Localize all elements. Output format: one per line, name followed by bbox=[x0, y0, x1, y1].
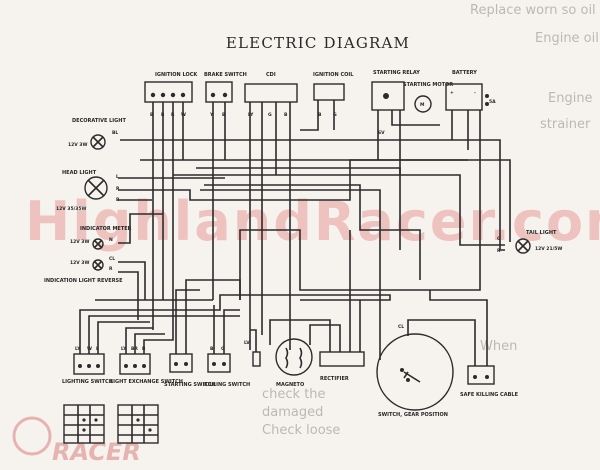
lv-resistor: LV bbox=[244, 340, 261, 367]
tail-light-label: TAIL LIGHT bbox=[526, 230, 557, 236]
svg-text:B: B bbox=[318, 112, 322, 118]
svg-text:G: G bbox=[221, 346, 225, 352]
svg-text:12V 3W: 12V 3W bbox=[70, 239, 89, 245]
svg-text:R: R bbox=[109, 266, 113, 272]
svg-text:L: L bbox=[116, 174, 119, 180]
svg-text:LY: LY bbox=[75, 346, 81, 352]
svg-text:6V: 6V bbox=[378, 130, 385, 136]
starting-relay: STARTING RELAY 6V bbox=[371, 70, 420, 136]
svg-text:LV: LV bbox=[244, 340, 250, 346]
diagram-title: ELECTRIC DIAGRAM bbox=[226, 34, 410, 52]
cdi-unit: CDI LY G B bbox=[244, 72, 298, 118]
lighting-switch: LY W L LIGHTING SWITCH bbox=[62, 346, 113, 385]
gear-position-switch: CL SWITCH, GEAR POSITION bbox=[376, 324, 454, 418]
bg-text-1: Replace worn so oil seal bbox=[470, 3, 600, 18]
head-light-label: HEAD LIGHT bbox=[62, 170, 97, 176]
wiring-harness bbox=[79, 100, 511, 366]
brake-switch-label: BRAKE SWITCH bbox=[204, 72, 247, 78]
ignition-lock-label: IGNITION LOCK bbox=[155, 72, 198, 78]
svg-text:N: N bbox=[109, 237, 113, 243]
indicator-meter-label: INDICATOR METER bbox=[80, 226, 132, 232]
cdi-label: CDI bbox=[266, 72, 276, 78]
decorative-light: DECORATIVE LIGHT 12V 3W BL bbox=[68, 118, 126, 150]
svg-text:-: - bbox=[474, 91, 476, 96]
battery: BATTERY + - 5A bbox=[445, 70, 496, 111]
svg-text:R: R bbox=[497, 248, 501, 254]
starting-motor: STARTING MOTOR M bbox=[403, 82, 453, 113]
decorative-light-label: DECORATIVE LIGHT bbox=[72, 118, 126, 124]
bg-text-8: Check loose bbox=[262, 423, 340, 438]
svg-text:LY: LY bbox=[121, 346, 127, 352]
switch-legend-tables bbox=[63, 404, 159, 444]
svg-text:12V 35/35W: 12V 35/35W bbox=[56, 206, 86, 212]
gear-position-switch-label: SWITCH, GEAR POSITION bbox=[378, 412, 448, 418]
rectifier: RECTIFIER bbox=[319, 351, 365, 382]
svg-text:CL: CL bbox=[398, 324, 404, 330]
racer-logo-text: RACER bbox=[52, 438, 141, 466]
light-exchange-switch-label: LIGHT EXCHANGE SWITCH bbox=[110, 379, 183, 385]
svg-text:LY: LY bbox=[248, 112, 254, 118]
svg-text:R: R bbox=[116, 186, 120, 192]
starting-switch: STARTING SWITCH bbox=[164, 353, 216, 388]
svg-text:B: B bbox=[222, 112, 226, 118]
starting-motor-label: STARTING MOTOR bbox=[403, 82, 453, 88]
svg-text:12V 3W: 12V 3W bbox=[68, 142, 87, 148]
svg-text:B: B bbox=[150, 112, 154, 118]
safe-killing-cable-label: SAFE KILLING CABLE bbox=[460, 392, 519, 398]
indicator-meter: INDICATOR METER 12V 3W 12V 3W N CL R IND… bbox=[44, 226, 132, 284]
bg-text-6: check the bbox=[262, 387, 326, 402]
svg-text:12V 21/5W: 12V 21/5W bbox=[535, 246, 562, 252]
svg-text:G: G bbox=[497, 236, 501, 242]
magneto-label: MAGNETO bbox=[276, 382, 304, 388]
svg-text:B: B bbox=[284, 112, 288, 118]
bg-text-5: When bbox=[480, 339, 517, 354]
svg-text:+: + bbox=[450, 90, 454, 96]
bg-text-7: damaged bbox=[262, 405, 323, 420]
bg-text-4: strainer bbox=[540, 117, 591, 132]
bg-text-2: Engine oil bbox=[535, 31, 599, 46]
svg-text:5A: 5A bbox=[489, 99, 496, 105]
ignition-coil: IGNITION COIL B G bbox=[313, 72, 354, 118]
ignition-coil-label: IGNITION COIL bbox=[313, 72, 354, 78]
starting-switch-label: STARTING SWITCH bbox=[164, 382, 216, 388]
svg-text:B: B bbox=[210, 346, 214, 352]
svg-text:M: M bbox=[420, 102, 425, 108]
killing-switch: B G KILLING SWITCH bbox=[204, 346, 250, 388]
light-exchange-switch: LY BR B LIGHT EXCHANGE SWITCH bbox=[110, 346, 183, 385]
rectifier-label: RECTIFIER bbox=[320, 376, 349, 382]
magneto: MAGNETO bbox=[275, 338, 313, 388]
svg-text:BL: BL bbox=[112, 130, 118, 136]
bg-text-3: Engine bbox=[548, 91, 593, 106]
svg-text:12V 3W: 12V 3W bbox=[70, 260, 89, 266]
battery-label: BATTERY bbox=[452, 70, 477, 76]
killing-switch-label: KILLING SWITCH bbox=[204, 382, 250, 388]
svg-text:CL: CL bbox=[109, 256, 115, 262]
tail-light: TAIL LIGHT 12V 21/5W G R bbox=[497, 230, 562, 254]
svg-text:G: G bbox=[333, 112, 337, 118]
lighting-switch-label: LIGHTING SWITCH bbox=[62, 379, 113, 385]
svg-text:Y: Y bbox=[209, 112, 214, 118]
brake-switch: BRAKE SWITCH Y B bbox=[204, 72, 247, 118]
svg-text:G: G bbox=[268, 112, 272, 118]
starting-relay-label: STARTING RELAY bbox=[373, 70, 420, 76]
safe-killing-cable: SAFE KILLING CABLE bbox=[460, 365, 519, 398]
indication-light-reverse-label: INDICATION LIGHT REVERSE bbox=[44, 278, 123, 284]
